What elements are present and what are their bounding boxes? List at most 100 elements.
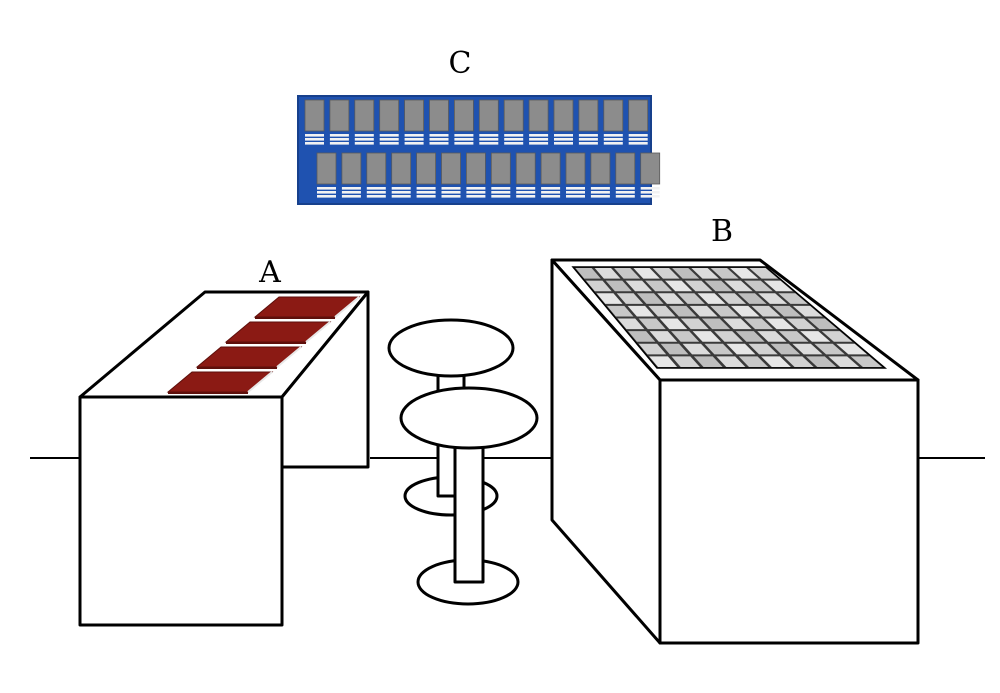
tile	[723, 318, 752, 330]
server-unit	[515, 152, 536, 198]
tile	[783, 356, 814, 367]
tile	[748, 343, 778, 355]
tile	[692, 331, 721, 342]
server-unit	[453, 99, 474, 145]
tile	[671, 356, 700, 367]
tile	[751, 305, 781, 317]
tile	[730, 305, 760, 317]
server-unit	[329, 99, 350, 145]
label-b: B	[711, 214, 733, 249]
tile	[645, 280, 673, 292]
server-unit	[379, 99, 400, 145]
server-unit	[341, 152, 362, 198]
tile	[704, 280, 733, 292]
tile	[770, 343, 801, 355]
desk-a-front	[78, 395, 284, 627]
server-unit	[391, 152, 412, 198]
tile	[749, 268, 779, 279]
tile	[691, 268, 719, 279]
server-unit	[528, 99, 549, 145]
server-unit	[316, 152, 337, 198]
tile	[605, 280, 632, 292]
tile	[814, 343, 845, 355]
tile	[714, 331, 743, 342]
desk-a	[78, 290, 370, 627]
tile	[772, 305, 802, 317]
tile	[757, 331, 787, 342]
label-c: C	[449, 46, 472, 81]
tile	[672, 268, 700, 279]
book	[224, 321, 332, 344]
server-unit	[416, 152, 437, 198]
tile	[805, 356, 837, 367]
server-unit	[503, 99, 524, 145]
tile	[657, 293, 685, 304]
server-unit	[304, 99, 325, 145]
tile	[617, 318, 645, 330]
tile	[697, 293, 726, 304]
server-unit	[540, 152, 561, 198]
book	[166, 371, 274, 394]
server-unit	[429, 99, 449, 145]
tile	[786, 318, 816, 330]
server-unit	[404, 99, 425, 145]
tile	[614, 268, 641, 279]
tile	[778, 331, 809, 342]
tile	[744, 280, 773, 292]
tile	[763, 280, 793, 292]
server-unit	[565, 152, 586, 198]
tile	[659, 318, 688, 330]
tile	[710, 268, 739, 279]
tile	[758, 293, 788, 304]
tile	[704, 343, 734, 355]
tile	[594, 268, 621, 279]
tile	[710, 305, 739, 317]
tile	[665, 280, 693, 292]
server-unit	[628, 99, 649, 145]
tile	[627, 305, 655, 317]
tile	[585, 280, 612, 292]
tile	[792, 343, 823, 355]
server-unit	[590, 152, 611, 198]
tile	[575, 268, 601, 279]
tile	[682, 343, 711, 355]
label-a: A	[258, 255, 281, 290]
table-b	[550, 258, 920, 645]
table-b-tile-grid	[571, 266, 888, 369]
tile	[726, 343, 756, 355]
tile	[628, 331, 656, 342]
tile	[778, 293, 808, 304]
tile	[800, 331, 831, 342]
tile	[724, 280, 753, 292]
tile	[792, 305, 823, 317]
tile	[649, 331, 678, 342]
server-unit	[553, 99, 574, 145]
server-unit	[640, 152, 661, 198]
tile	[638, 318, 666, 330]
tile	[633, 268, 660, 279]
server-unit	[578, 99, 599, 145]
book	[195, 346, 303, 369]
tile	[738, 356, 769, 367]
tile	[636, 293, 664, 304]
tile	[730, 268, 759, 279]
server-unit	[478, 99, 499, 145]
tile	[717, 293, 747, 304]
server-unit	[465, 152, 486, 198]
tile	[684, 280, 713, 292]
tile	[737, 293, 767, 304]
tile	[677, 293, 705, 304]
rack-c-units	[304, 99, 661, 198]
tile	[807, 318, 838, 330]
tile	[828, 356, 860, 367]
rack-c	[297, 95, 661, 205]
tile	[671, 331, 700, 342]
tile	[660, 343, 689, 355]
tile	[765, 318, 795, 330]
server-unit	[490, 152, 511, 198]
table-b-front	[658, 378, 920, 645]
server-unit	[441, 152, 461, 198]
tile	[680, 318, 709, 330]
desk-a-books	[166, 296, 361, 394]
